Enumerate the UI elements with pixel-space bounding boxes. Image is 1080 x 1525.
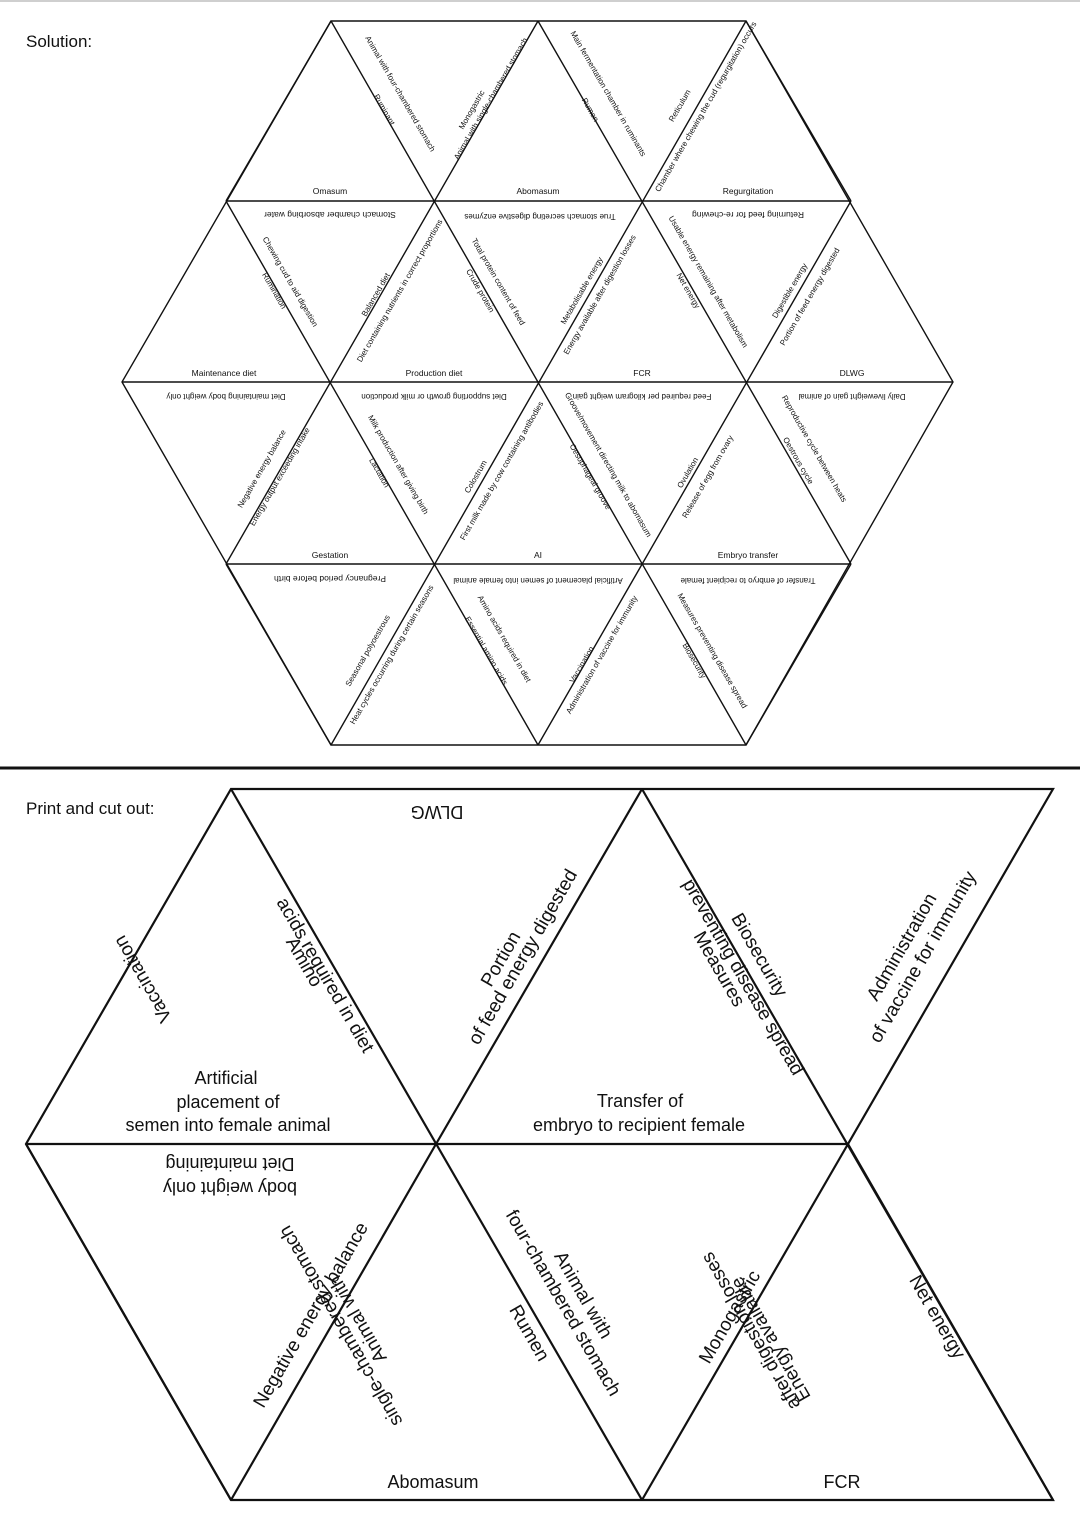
sol-label: Groove/movement directing milk to abomas… bbox=[563, 391, 654, 539]
solution-row1-labels: Animal with four-chambered stomach Rumin… bbox=[363, 20, 758, 193]
sol-label: Pregnancy period before birth bbox=[274, 574, 386, 584]
sol-label: Diet supporting growth or milk productio… bbox=[361, 392, 506, 401]
sol-label: Daily liveweight gain of animal bbox=[798, 392, 905, 401]
cut-label: semen into female animal bbox=[125, 1115, 330, 1135]
sol-label: Stomach chamber absorbing water bbox=[264, 210, 396, 220]
sol-label: Artificial placement of semen into femal… bbox=[453, 576, 623, 585]
sol-label: Diet maintaining body weight only bbox=[166, 392, 285, 401]
sol-label: Lactation bbox=[367, 456, 391, 489]
sol-label: Net energy bbox=[674, 272, 701, 310]
sol-label: Omasum bbox=[313, 186, 347, 196]
sol-label: Returning feed for re-chewing bbox=[692, 210, 804, 220]
sol-label: Rumen bbox=[580, 96, 601, 123]
diag-d2 bbox=[537, 20, 852, 565]
cut-a2 bbox=[435, 788, 643, 1145]
solution-heading: Solution: bbox=[26, 32, 92, 51]
hexagon-outline bbox=[121, 20, 954, 746]
solution-line1-labels: Omasum Abomasum Regurgitation Stomach ch… bbox=[264, 186, 804, 221]
cut-label: Transfer of bbox=[597, 1091, 684, 1111]
cut-label: acids required in diet bbox=[272, 894, 378, 1057]
cut-a3 bbox=[641, 1143, 849, 1501]
sol-label: Feed required per kilogram weight gain bbox=[573, 392, 712, 401]
sol-label: Transfer of embryo to recipient female bbox=[680, 576, 815, 585]
cut-label: of feed energy digested bbox=[464, 866, 581, 1048]
cut-label: body weight only bbox=[163, 1178, 297, 1198]
solution-row4-labels: Seasonal polyoestrous Heat cycles occurr… bbox=[344, 584, 749, 726]
sol-label: Administration of vaccine for immunity bbox=[564, 594, 639, 715]
solution-row2-labels: Rumination Chewing cud to aid digestion … bbox=[260, 214, 841, 363]
cut-label: Vaccination bbox=[110, 932, 177, 1026]
diag-a3 bbox=[537, 200, 852, 746]
sol-label: Maintenance diet bbox=[192, 368, 257, 378]
sol-label: AI bbox=[534, 550, 542, 560]
sol-label: Diet containing nutrients in correct pro… bbox=[355, 218, 444, 364]
sol-label: Abomasum bbox=[517, 186, 560, 196]
diag-a1 bbox=[330, 20, 747, 746]
cut-label: embryo to recipient female bbox=[533, 1115, 745, 1135]
cut-label: preventing disease spread bbox=[678, 875, 808, 1079]
diag-d4 bbox=[745, 20, 852, 202]
diag-a4 bbox=[225, 20, 332, 202]
cut-label: placement of bbox=[176, 1092, 280, 1112]
sol-label: First milk made by cow containing antibo… bbox=[458, 400, 545, 542]
cut-label: Diet maintaining bbox=[165, 1154, 294, 1174]
sol-label: Ruminant bbox=[372, 93, 397, 128]
sol-label: DLWG bbox=[840, 368, 865, 378]
solution-hexagon bbox=[121, 20, 954, 746]
sol-label: Regurgitation bbox=[723, 186, 774, 196]
cut-label: DLWG bbox=[411, 802, 464, 822]
cut-label: Net energy bbox=[904, 1272, 969, 1363]
diag-d3 bbox=[225, 200, 539, 746]
sol-label: FCR bbox=[633, 368, 650, 378]
cut-label: Artificial bbox=[194, 1068, 257, 1088]
cutout-heading: Print and cut out: bbox=[26, 799, 155, 818]
sol-label: Production diet bbox=[406, 368, 463, 378]
cut-label: FCR bbox=[824, 1472, 861, 1492]
sol-label: Animal with four-chambered stomach bbox=[363, 34, 437, 153]
solution-line3-labels: Gestation AI Embryo transfer Pregnancy p… bbox=[274, 550, 816, 585]
cut-label: Abomasum bbox=[387, 1472, 478, 1492]
sol-label: Chamber where chewing the cud (regurgita… bbox=[653, 20, 758, 193]
diag-d5 bbox=[225, 563, 332, 746]
sol-label: True stomach secreting digestive enzymes bbox=[464, 212, 615, 221]
sol-label: Animal with single-chambered stomach bbox=[452, 36, 529, 161]
cutout-grid bbox=[24, 787, 1055, 1502]
sol-label: Biosecurity bbox=[680, 642, 707, 680]
sol-label: Embryo transfer bbox=[718, 550, 779, 560]
solution-line2-labels: Maintenance diet Production diet FCR DLW… bbox=[166, 368, 905, 401]
sol-label: Reticulum bbox=[667, 88, 693, 124]
solution-row3-labels: Negative energy balance Energy output ex… bbox=[236, 391, 849, 542]
diag-a5 bbox=[745, 563, 852, 746]
cut-d3 bbox=[25, 1143, 232, 1501]
cut-a1 bbox=[230, 1143, 437, 1501]
diag-a2 bbox=[225, 20, 539, 565]
sol-label: Gestation bbox=[312, 550, 349, 560]
